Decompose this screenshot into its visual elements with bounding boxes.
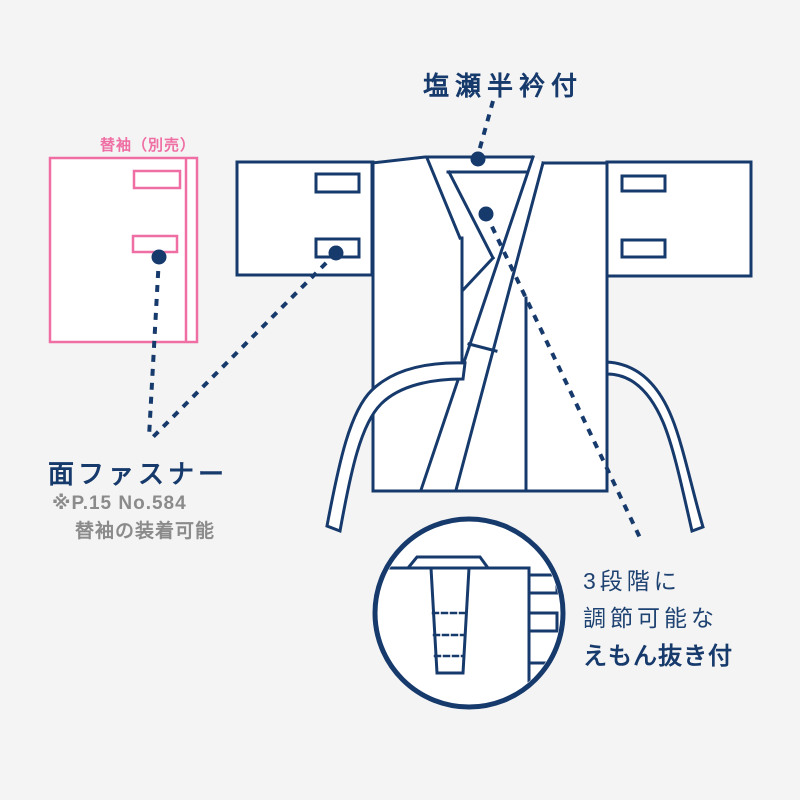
left-tie: [325, 361, 467, 534]
left-collar-tip: [460, 255, 496, 293]
spare-sleeve-label: 替袖（別売）: [99, 137, 196, 154]
leader-fastener-sleeve: [151, 251, 338, 439]
leader-fastener-spare: [147, 256, 161, 438]
right-tie: [605, 360, 705, 533]
fastener-label: 面ファスナー: [48, 459, 229, 489]
left-collar-outer: [425, 156, 462, 240]
dot-haneri: [470, 151, 486, 167]
collar-end-seam: [467, 342, 498, 353]
right-sleeve-velcro-bottom: [620, 238, 667, 259]
left-collar-inner: [446, 169, 496, 261]
detail-loop-1: [527, 573, 559, 595]
annotation-leaders: [147, 100, 644, 543]
garment: [235, 155, 753, 534]
leader-haneri: [476, 100, 495, 156]
dot-fastener-spare: [151, 249, 167, 265]
left-sleeve-velcro-top: [314, 172, 361, 194]
leader-emon: [484, 213, 644, 543]
front-collar-band-outer: [419, 155, 535, 492]
right-sleeve-velcro-top: [620, 174, 667, 193]
emon-label-line1: 3段階に: [583, 568, 681, 594]
emon-label-line2: 調節可能な: [583, 605, 718, 631]
emon-detail-circle: [372, 516, 566, 710]
emon-label-line3: えもん抜き付: [583, 643, 733, 670]
spare-sleeve-velcro-top: [132, 169, 182, 190]
dot-emon: [478, 206, 494, 222]
detail-collar-trapezoid: [404, 555, 491, 570]
emon-nuki-strip: [429, 566, 471, 675]
spare-sleeve-outline: [48, 156, 199, 344]
shoulder-collar-top-left: [370, 155, 535, 165]
haneri-label: 塩瀬半衿付: [422, 71, 583, 101]
dot-fastener-sleeve: [328, 245, 344, 261]
front-collar-band-fill: [421, 157, 543, 490]
front-collar-band-inner: [454, 161, 545, 492]
fastener-note-line1: ※P.15 No.584: [52, 493, 187, 514]
detail-loop-2: [527, 611, 559, 633]
spare-sleeve-panel: [48, 156, 199, 344]
fastener-note-line2: 替袖の装着可能: [75, 521, 216, 542]
